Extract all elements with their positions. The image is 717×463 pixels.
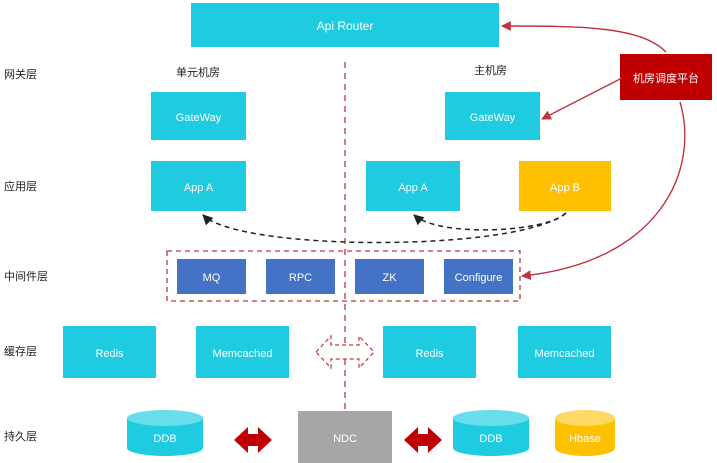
cache-redis-label-right: Redis (415, 348, 444, 360)
middleware-rpc-label: RPC (289, 272, 312, 284)
persist-ddb-cylinder-left: DDB (127, 410, 203, 456)
scheduler-to-middleware-arrow (521, 101, 686, 280)
gateway-box-right: GateWay (445, 92, 540, 140)
persist-ddb-cylinder-right: DDB (453, 410, 529, 456)
scheduler-label: 机房调度平台 (633, 71, 699, 85)
middleware-configure-box: Configure (444, 259, 513, 294)
persist-ndc-label: NDC (333, 433, 357, 445)
app-a-label-left: App A (184, 182, 214, 194)
cache-memcached-label-right: Memcached (535, 348, 595, 360)
scheduler-to-api-router-arrow (501, 21, 667, 53)
api-router-box: Api Router (191, 3, 499, 47)
persist-sync-arrow-left (234, 427, 272, 453)
app-b-to-right-app-arrow (413, 212, 567, 231)
middleware-rpc-box: RPC (266, 259, 335, 294)
api-router-label: Api Router (317, 19, 374, 33)
persist-ndc-box: NDC (298, 411, 392, 463)
layer-label-cache: 缓存层 (4, 344, 37, 358)
layer-label-middleware: 中间件层 (4, 270, 48, 283)
app-b-label: App B (550, 182, 580, 194)
app-a-label-right: App A (398, 182, 428, 194)
app-b-to-left-app-arrow (202, 212, 567, 244)
middleware-zk-label: ZK (382, 272, 397, 284)
cache-memcached-box-left: Memcached (196, 326, 289, 378)
persist-ddb-label-right: DDB (479, 433, 502, 445)
middleware-zk-box: ZK (355, 259, 424, 294)
cache-redis-box-left: Redis (63, 326, 156, 378)
persist-hbase-label: Hbase (569, 433, 601, 445)
app-b-box: App B (519, 161, 611, 211)
layer-label-persist: 持久层 (4, 429, 37, 443)
gateway-label-right: GateWay (470, 112, 516, 124)
persist-ddb-label-left: DDB (153, 433, 176, 445)
persist-sync-arrow-right (404, 427, 442, 453)
scheduler-box: 机房调度平台 (620, 54, 712, 100)
app-a-box-left: App A (151, 161, 246, 211)
room-label-right: 主机房 (474, 63, 507, 77)
layer-label-app: 应用层 (4, 179, 37, 193)
gateway-label-left: GateWay (176, 112, 222, 124)
cache-memcached-box-right: Memcached (518, 326, 611, 378)
middleware-configure-label: Configure (455, 272, 503, 284)
room-label-left: 单元机房 (176, 65, 220, 79)
middleware-mq-label: MQ (203, 272, 221, 284)
cache-sync-double-arrow (315, 334, 375, 370)
cache-redis-box-right: Redis (383, 326, 476, 378)
gateway-box-left: GateWay (151, 92, 246, 140)
middleware-group-frame (166, 250, 521, 302)
app-a-box-right: App A (366, 161, 460, 211)
middleware-mq-box: MQ (177, 259, 246, 294)
layer-label-gateway: 网关层 (4, 67, 37, 81)
cache-redis-label-left: Redis (95, 348, 124, 360)
scheduler-to-gateway-arrow (541, 77, 623, 120)
cache-memcached-label-left: Memcached (213, 348, 273, 360)
persist-hbase-cylinder: Hbase (555, 410, 615, 456)
